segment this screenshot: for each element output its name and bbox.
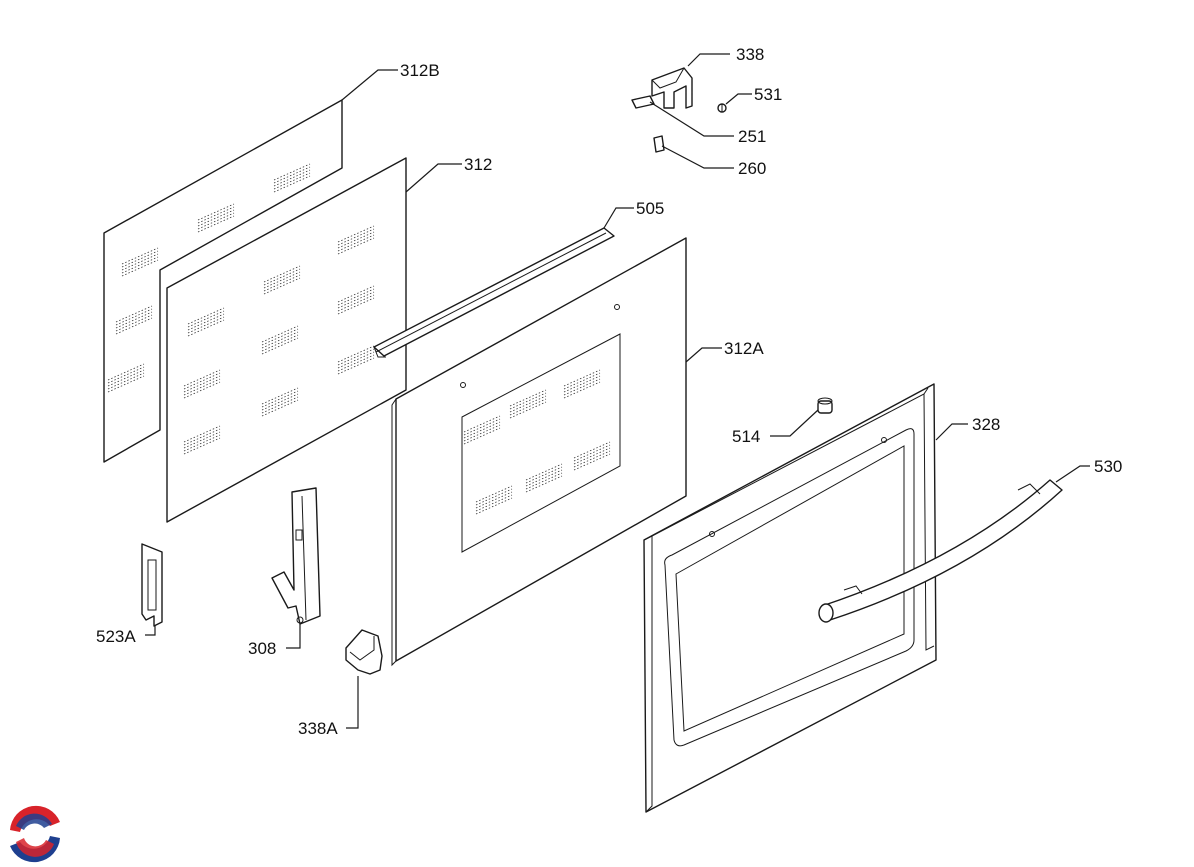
door-handle-530 — [818, 479, 1063, 623]
hinge-308 — [271, 487, 321, 625]
bracket-338 — [651, 67, 693, 109]
label-523A: 523A — [96, 627, 136, 646]
label-530: 530 — [1094, 457, 1122, 476]
label-312: 312 — [464, 155, 492, 174]
label-514: 514 — [732, 427, 760, 446]
label-505: 505 — [636, 199, 664, 218]
label-328: 328 — [972, 415, 1000, 434]
outer-door-328 — [643, 383, 937, 813]
label-312A: 312A — [724, 339, 764, 358]
trim-strip-505 — [373, 227, 615, 358]
label-338: 338 — [736, 45, 764, 64]
screw-531 — [717, 103, 727, 113]
label-308: 308 — [248, 639, 276, 658]
glass-panel-312 — [166, 157, 407, 523]
brand-logo-icon — [10, 805, 60, 863]
stop-part-514 — [817, 397, 833, 414]
label-251: 251 — [738, 127, 766, 146]
bracket-338A — [345, 629, 383, 675]
label-260: 260 — [738, 159, 766, 178]
label-338A: 338A — [298, 719, 338, 738]
plate-260 — [653, 135, 665, 153]
label-312B: 312B — [400, 61, 440, 80]
label-531: 531 — [754, 85, 782, 104]
hinge-receiver-523A — [141, 543, 163, 627]
inner-glass-312A — [391, 237, 687, 667]
leader-lines — [145, 53, 1090, 729]
